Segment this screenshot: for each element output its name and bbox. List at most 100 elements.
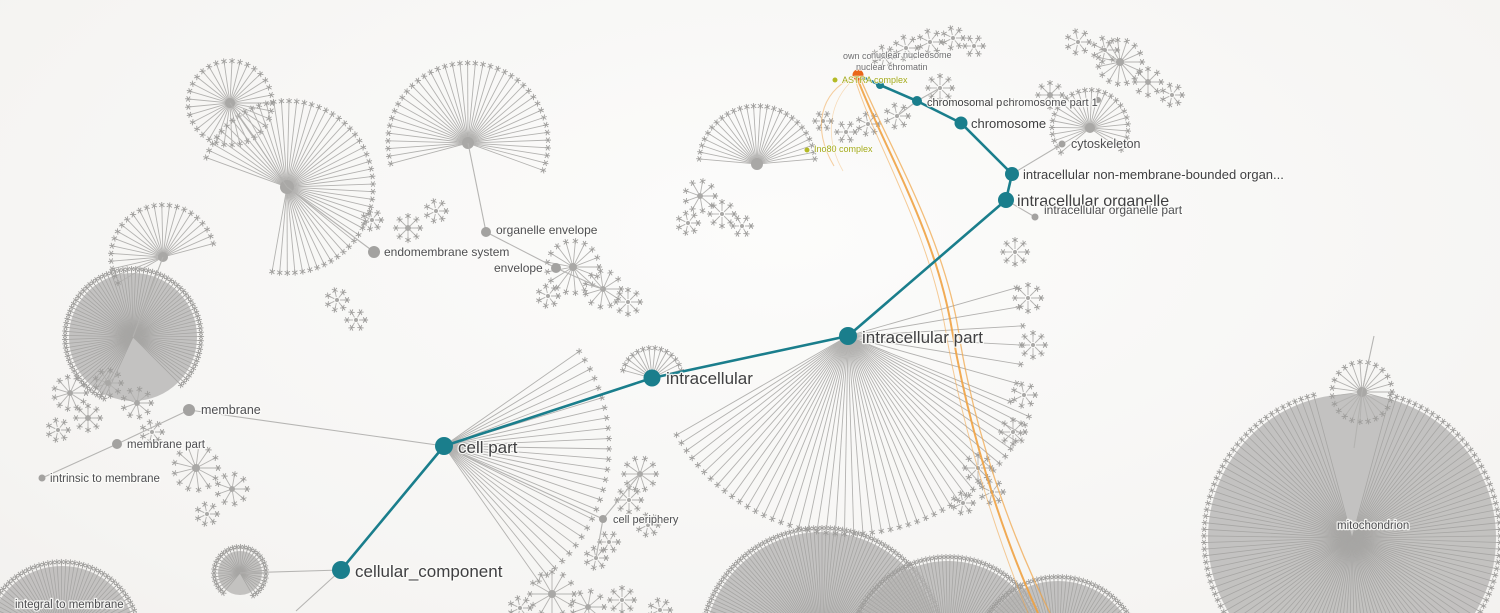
intracellular-part-label[interactable]: intracellular part	[861, 327, 985, 349]
leaf-fan	[1048, 86, 1131, 156]
cytoskeleton-label[interactable]: cytoskeleton	[1070, 136, 1142, 153]
ino80-complex-node[interactable]	[804, 147, 810, 153]
tree-edge	[239, 569, 342, 574]
leaf-fan	[536, 283, 562, 309]
intrinsic-to-membrane-label[interactable]: intrinsic to membrane	[49, 472, 161, 487]
envelope-label[interactable]: envelope	[493, 260, 545, 277]
intracellular-non-membrane-bounded-organelle-node[interactable]	[1005, 167, 1019, 181]
leaf-fan	[171, 443, 222, 493]
cell-periphery-node[interactable]	[599, 515, 607, 523]
leaf-fan	[92, 367, 125, 399]
cytoskeleton-node[interactable]	[1058, 140, 1066, 148]
intracellular-organelle-node[interactable]	[998, 192, 1014, 208]
tree-edge	[295, 569, 342, 612]
chromosome-label[interactable]: chromosome	[970, 115, 1048, 133]
leaf-fan	[833, 121, 859, 143]
intracellular-organelle-part-label[interactable]: intracellular organelle part	[1043, 202, 1184, 219]
leaf-fan	[696, 103, 818, 170]
leaf-fan	[1091, 35, 1121, 65]
leaf-fan	[999, 236, 1031, 268]
leaf-fan	[850, 284, 1026, 405]
highlighted-term-node[interactable]	[852, 69, 864, 81]
leaf-fan	[1011, 381, 1039, 409]
cell-periphery-label[interactable]: cell periphery	[612, 513, 680, 528]
tree-edge	[1353, 391, 1363, 449]
leaf-fan	[343, 309, 369, 331]
integral-to-membrane-label: integral to membrane	[15, 599, 124, 611]
leaf-fan	[706, 198, 738, 230]
leaf-fan	[596, 531, 622, 553]
leaf-fan	[1017, 329, 1049, 361]
endomembrane-system-label[interactable]: endomembrane system	[383, 244, 511, 261]
cellular-component-node[interactable]	[332, 561, 350, 579]
tree-edge	[602, 473, 641, 520]
astra-complex-label[interactable]: ASTRA complex	[841, 74, 909, 86]
intracellular-organelle-part-node[interactable]	[1031, 213, 1039, 221]
cell-part-label[interactable]: cell part	[457, 437, 519, 459]
ino80-complex-label[interactable]: Ino80 complex	[813, 143, 874, 155]
leaf-fan	[941, 25, 967, 51]
cellular-component-label[interactable]: cellular_component	[354, 561, 504, 583]
chromosome-part-1-node[interactable]	[1095, 97, 1101, 103]
mitochondrion-label: mitochondrion	[1337, 520, 1409, 532]
membrane-part-node[interactable]	[112, 439, 122, 449]
leaf-fan	[872, 44, 898, 70]
leaf-fan	[46, 417, 72, 443]
leaf-fan	[325, 287, 351, 313]
intracellular-organelle-label[interactable]: intracellular organelle	[1016, 192, 1171, 212]
tree-edge	[1361, 335, 1375, 393]
chromatin-node[interactable]	[876, 81, 884, 89]
intracellular-non-membrane-bounded-organelle-label[interactable]: intracellular non-membrane-bounded organ…	[1022, 166, 1285, 184]
leaf-fan	[951, 490, 977, 516]
leaf-fan	[961, 35, 987, 57]
membrane-part-label[interactable]: membrane part	[126, 438, 207, 453]
leaf-fan	[917, 28, 945, 56]
cell-part-node[interactable]	[435, 437, 453, 455]
chromosomal-part-node[interactable]	[912, 96, 922, 106]
flow-path	[831, 78, 855, 172]
organelle-envelope-label[interactable]: organelle envelope	[495, 222, 599, 239]
tree-edge	[116, 409, 190, 445]
tree-edge	[595, 518, 604, 559]
intracellular-label[interactable]: intracellular	[665, 368, 755, 390]
membrane-node[interactable]	[183, 404, 195, 416]
leaf-disk	[1200, 391, 1500, 613]
tree-edge	[229, 102, 288, 188]
leaf-fan	[1131, 65, 1165, 99]
leaf-fan	[120, 386, 155, 420]
flow-path	[860, 79, 1051, 613]
astra-complex-node[interactable]	[832, 77, 838, 83]
tree-edge	[555, 267, 604, 290]
leaf-fan	[1034, 79, 1066, 111]
selected-path-edge	[915, 99, 963, 125]
leaf-fan	[1095, 37, 1146, 87]
tree-edge	[1011, 143, 1063, 175]
chromosomal-part-label[interactable]: chromosomal part	[926, 96, 1017, 111]
endomembrane-system-node[interactable]	[368, 246, 380, 258]
leaf-fan	[613, 484, 645, 516]
intrinsic-to-membrane-node[interactable]	[38, 474, 46, 482]
chromosome-part-1-label[interactable]: chromosome part 1	[1002, 96, 1099, 111]
term-labels: cellular_component cell part intracellular…	[14, 49, 1411, 612]
selected-path-edge	[650, 334, 850, 380]
leaf-fan	[108, 201, 217, 287]
intracellular-node[interactable]	[643, 369, 661, 387]
leaf-fan	[214, 471, 251, 507]
intracellular-part-node[interactable]	[839, 327, 857, 345]
leaf-fan	[424, 198, 450, 224]
leaf-fan	[606, 584, 638, 613]
selected-path-edge	[442, 376, 654, 448]
envelope-node[interactable]	[551, 263, 561, 273]
selected-path-edge	[959, 121, 1014, 176]
membrane-label[interactable]: membrane	[200, 402, 262, 419]
selected-path-edge	[878, 83, 919, 103]
leaf-fan	[1011, 281, 1045, 315]
nuclear-nucleosome-label: nuclear nucleosome	[871, 50, 952, 60]
chromosome-node[interactable]	[954, 116, 968, 130]
flow-path	[854, 78, 1029, 613]
leaf-fan	[569, 588, 608, 613]
leaf-fan	[360, 208, 385, 232]
organelle-envelope-node[interactable]	[481, 227, 491, 237]
selected-path-edge	[339, 444, 446, 572]
